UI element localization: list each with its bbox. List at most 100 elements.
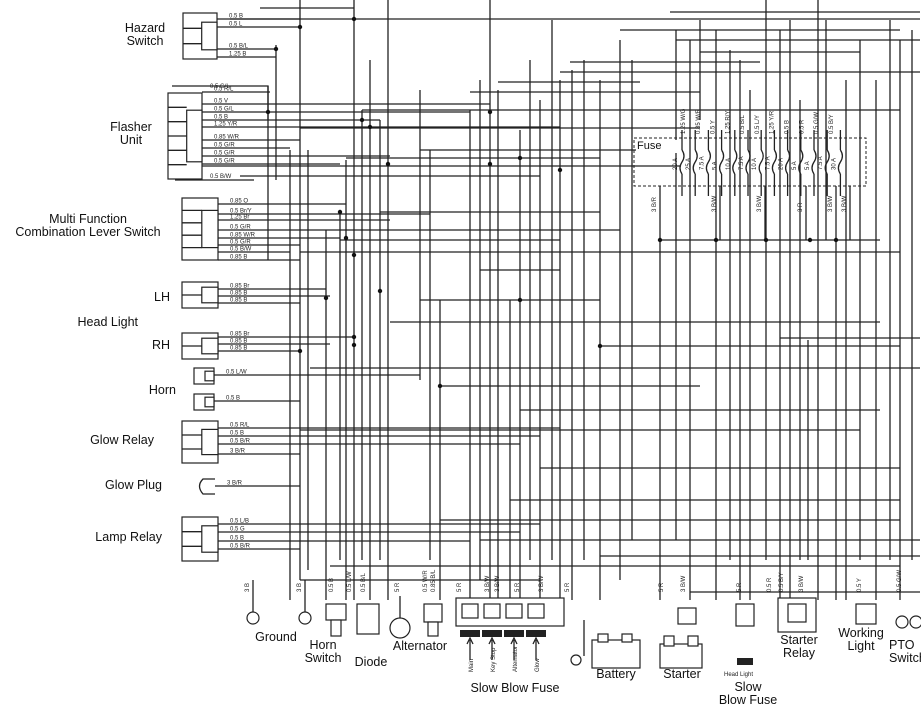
fuse-bottom-wire-label: 3 B/W bbox=[757, 195, 763, 212]
wire-label: 0.5 R/L bbox=[214, 87, 234, 93]
horn-switch-body bbox=[325, 603, 347, 621]
wire-label: 0.85 B bbox=[230, 339, 247, 345]
fuse-top-wire-label: 0.5 B bbox=[784, 120, 790, 134]
slow-blow-fuse-slot bbox=[483, 603, 501, 619]
fuse-bottom-wire-label: 3 R bbox=[798, 202, 804, 212]
horn-connector-1-tab bbox=[204, 370, 215, 382]
junction-dot bbox=[807, 237, 813, 243]
head-light-label: Head Light bbox=[77, 315, 138, 329]
fuse-top-wire-label: 0.5 Y bbox=[711, 120, 717, 134]
wire-label: 0.5 G/R bbox=[214, 143, 235, 149]
fuse-top-wire-label: 0.5 B/Y bbox=[829, 114, 835, 134]
slow-blow-fuse-rating bbox=[460, 630, 480, 637]
junction-dot bbox=[657, 237, 663, 243]
rh-connector bbox=[181, 332, 219, 360]
starter-terminal-b bbox=[663, 635, 675, 647]
wire-label: 0.5 Br/Y bbox=[230, 209, 252, 215]
junction-dot bbox=[323, 295, 329, 301]
junction-dot bbox=[487, 161, 493, 167]
slow-blow-fuse-slot bbox=[527, 603, 545, 619]
slow-blow-fuse-slot bbox=[505, 603, 523, 619]
fuse-label: Fuse bbox=[636, 140, 678, 153]
pto-switch-terminal-1 bbox=[895, 615, 909, 629]
glow-plug-label: Glow Plug bbox=[105, 478, 162, 492]
junction-dot bbox=[517, 297, 523, 303]
junction-dot bbox=[351, 16, 357, 22]
bottom-wire-label: 0.5 W/R bbox=[423, 570, 429, 592]
slow-blow-fuse-arrowhead bbox=[532, 636, 540, 645]
ground-terminal-0 bbox=[246, 611, 260, 625]
ground-small bbox=[570, 654, 582, 666]
glow-plug-connector bbox=[198, 478, 215, 495]
lamp-relay-connector-tab bbox=[201, 525, 219, 553]
fuse-element bbox=[771, 149, 778, 175]
wire-labels: 0.5 B0.5 L0.5 B/L1.25 B0.5 R/L0.5 V0.5 G… bbox=[210, 14, 903, 679]
wire-label: 0.5 B/R bbox=[230, 544, 251, 550]
fuse-element bbox=[758, 149, 764, 175]
slow-blow-fuse-rating bbox=[482, 630, 502, 637]
starter-terminal-s bbox=[687, 635, 699, 647]
fuse-rating: 7.5 A bbox=[739, 156, 745, 170]
fuse-rating: 5 A bbox=[805, 161, 811, 170]
wire-label: 0.5 G/L bbox=[214, 107, 234, 113]
fuse-rating: 7.5 A bbox=[699, 156, 705, 170]
fuse-element bbox=[732, 149, 738, 175]
fuse-element bbox=[824, 149, 830, 175]
wire-label: 0.5 L/B bbox=[230, 519, 249, 525]
wire-label: 0.5 R/L bbox=[230, 423, 250, 429]
junction-dots bbox=[265, 16, 839, 389]
slow-blow-fuse-tap-label: Main bbox=[469, 659, 475, 672]
wire-label: 1.25 B bbox=[229, 52, 246, 58]
wire-label: 1.25 Y/R bbox=[214, 122, 238, 128]
rh-connector-tab bbox=[201, 337, 219, 355]
wire-label: 0.5 G/L bbox=[210, 84, 230, 90]
multi-function-connector-tab bbox=[201, 209, 219, 249]
starter-connector bbox=[677, 607, 697, 625]
fuse-rating: 7.5 A bbox=[818, 156, 824, 170]
wire-label: 0.5 G/R bbox=[230, 225, 251, 231]
slow-blow-fuse-2-body bbox=[735, 603, 755, 627]
junction-dot bbox=[359, 117, 365, 123]
fuse-top-wire-label: 0.5 G/W bbox=[814, 112, 820, 134]
wire-label: 0.5 L bbox=[229, 22, 243, 28]
alternator-connector bbox=[423, 603, 443, 623]
bottom-wire-label: 0.85 B/L bbox=[431, 569, 437, 592]
diode-label: Diode bbox=[354, 655, 388, 669]
junction-dot bbox=[517, 155, 523, 161]
bottom-wire-label: 3 B bbox=[297, 583, 303, 592]
wire-label: 0.5 V bbox=[214, 99, 228, 105]
junction-dot bbox=[367, 124, 373, 130]
bottom-wire-label: 0.5 G/W bbox=[897, 570, 903, 592]
junction-dot bbox=[385, 161, 391, 167]
diode-body bbox=[356, 603, 380, 635]
hazard-switch-connector bbox=[182, 12, 218, 60]
battery-label: Battery bbox=[596, 667, 636, 681]
fuse-element bbox=[745, 149, 751, 175]
fuse-rating: 20 A bbox=[779, 158, 785, 170]
bottom-wire-label: 3 B/W bbox=[485, 575, 491, 592]
fuse-element bbox=[811, 149, 817, 175]
glow-relay-connector-tab bbox=[201, 428, 219, 456]
fuse-bottom-wire-label: 3 B/W bbox=[828, 195, 834, 212]
junction-dot bbox=[833, 237, 839, 243]
bottom-wire-label: 5 R bbox=[737, 582, 743, 592]
fuse-element bbox=[679, 149, 685, 175]
flasher-unit-connector-tab bbox=[186, 109, 203, 163]
wire-label: 0.85 B bbox=[230, 298, 247, 304]
slow-blow-fuse-tap-label: Glow bbox=[535, 658, 541, 672]
bottom-wire-label: 5 R bbox=[457, 582, 463, 592]
wire-label: 0.5 B/W bbox=[230, 247, 252, 253]
fuse-rating: 5 A bbox=[792, 161, 798, 170]
horn-label: Horn bbox=[148, 383, 176, 397]
fuse-element bbox=[837, 149, 844, 175]
fuse-element bbox=[718, 149, 725, 175]
rh-label: RH bbox=[151, 338, 170, 352]
pto-switch-label: PTOSwitch bbox=[889, 638, 921, 665]
wire-label: 0.85 W/R bbox=[230, 233, 256, 239]
